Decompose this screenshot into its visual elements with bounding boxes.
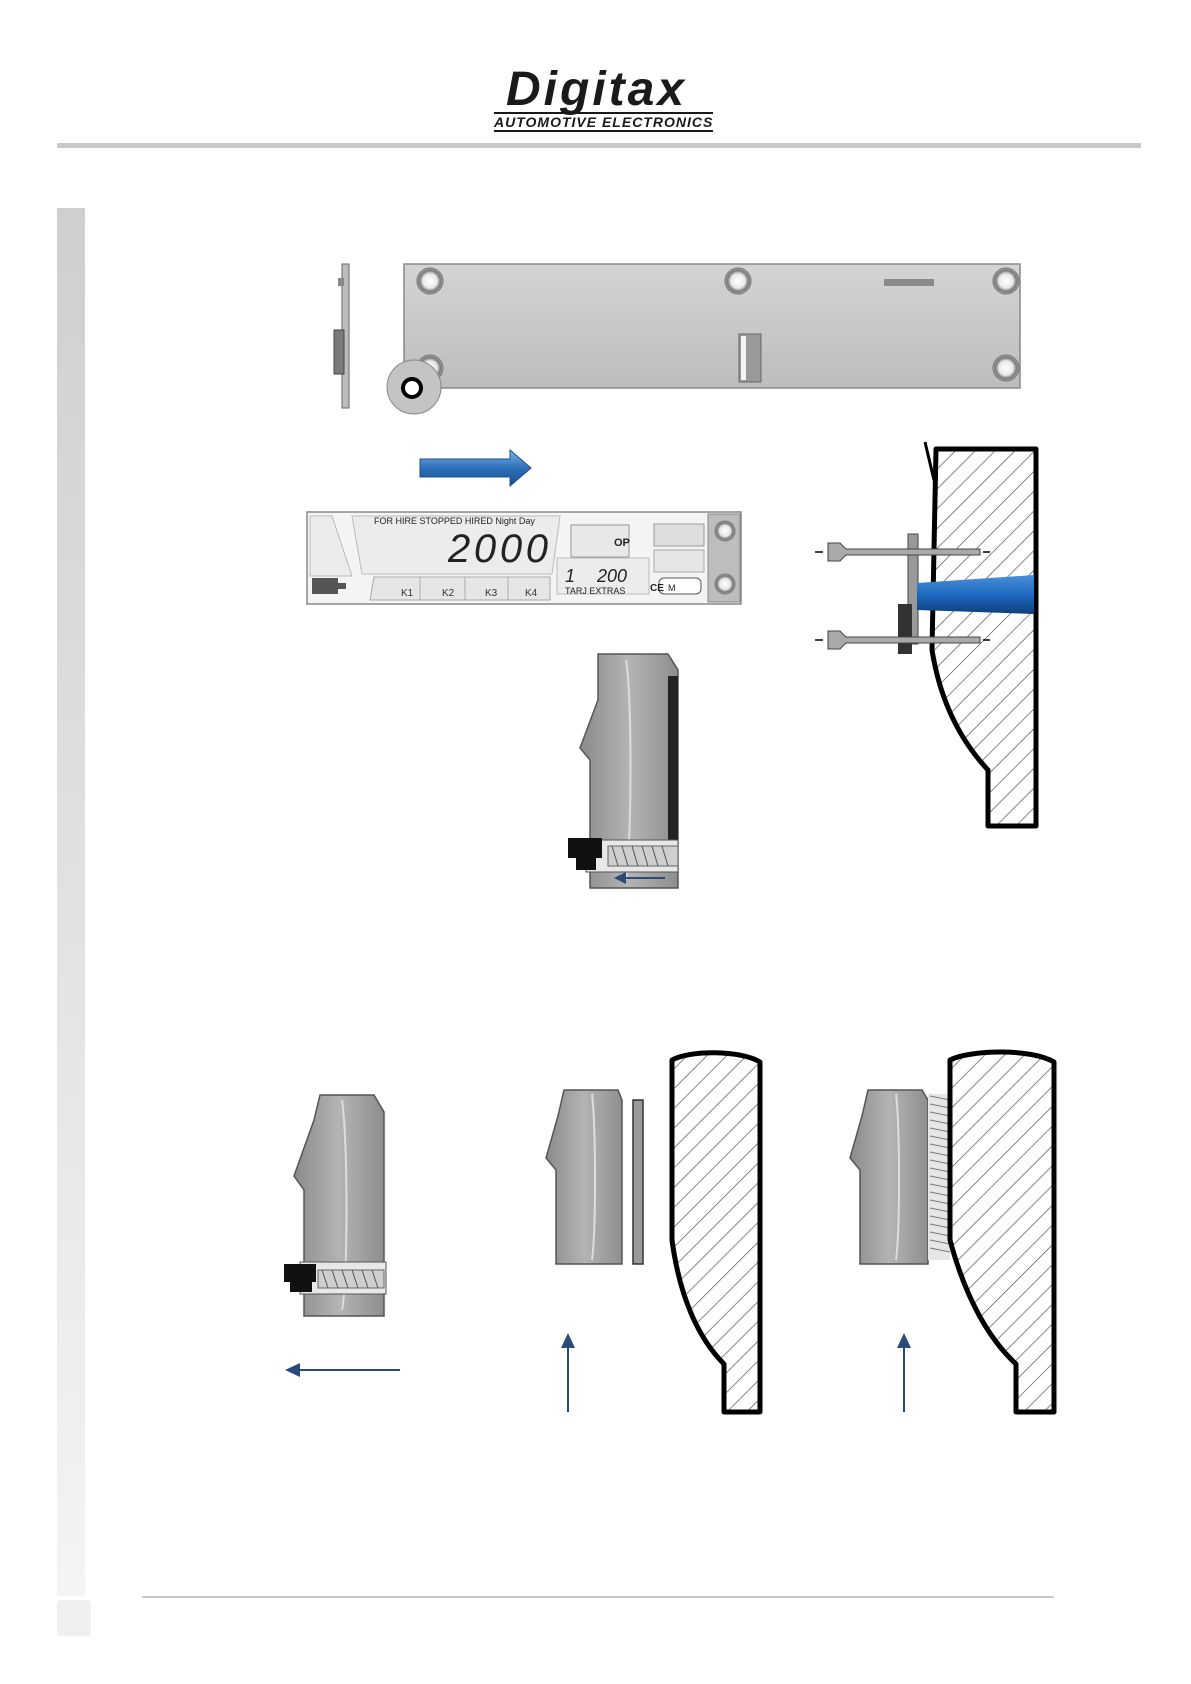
meter-mounted-on-wall [850,1052,1054,1412]
meter-key-3: K3 [485,588,498,599]
push-up-arrow-middle [561,1333,575,1412]
meter-key-2: K2 [442,588,455,599]
remove-direction-arrow [285,1363,400,1377]
meter-tariff-display: 1 [565,566,575,586]
meter-key-4: K4 [525,588,538,599]
meter-op-label: OP [614,537,630,549]
mounting-plate-side-view [334,264,349,408]
push-up-arrow-right [897,1333,911,1412]
meter-status-line: FOR HIRE STOPPED HIRED Night Day [374,516,535,526]
mounting-plate-front-view [387,264,1020,414]
meter-with-adhesive-strip [546,1053,760,1412]
meter-extras-display: 200 [596,566,627,586]
meter-bottom-labels: TARJ EXTRAS [565,586,625,596]
wall-section-with-screws [815,442,1036,826]
slide-direction-arrow [420,450,531,486]
meter-ce-mark: CE [650,583,664,594]
meter-m-mark: M [668,583,676,593]
meter-side-view-bottom [284,1095,386,1316]
meter-side-view-top [568,654,678,888]
meter-key-1: K1 [401,588,414,599]
